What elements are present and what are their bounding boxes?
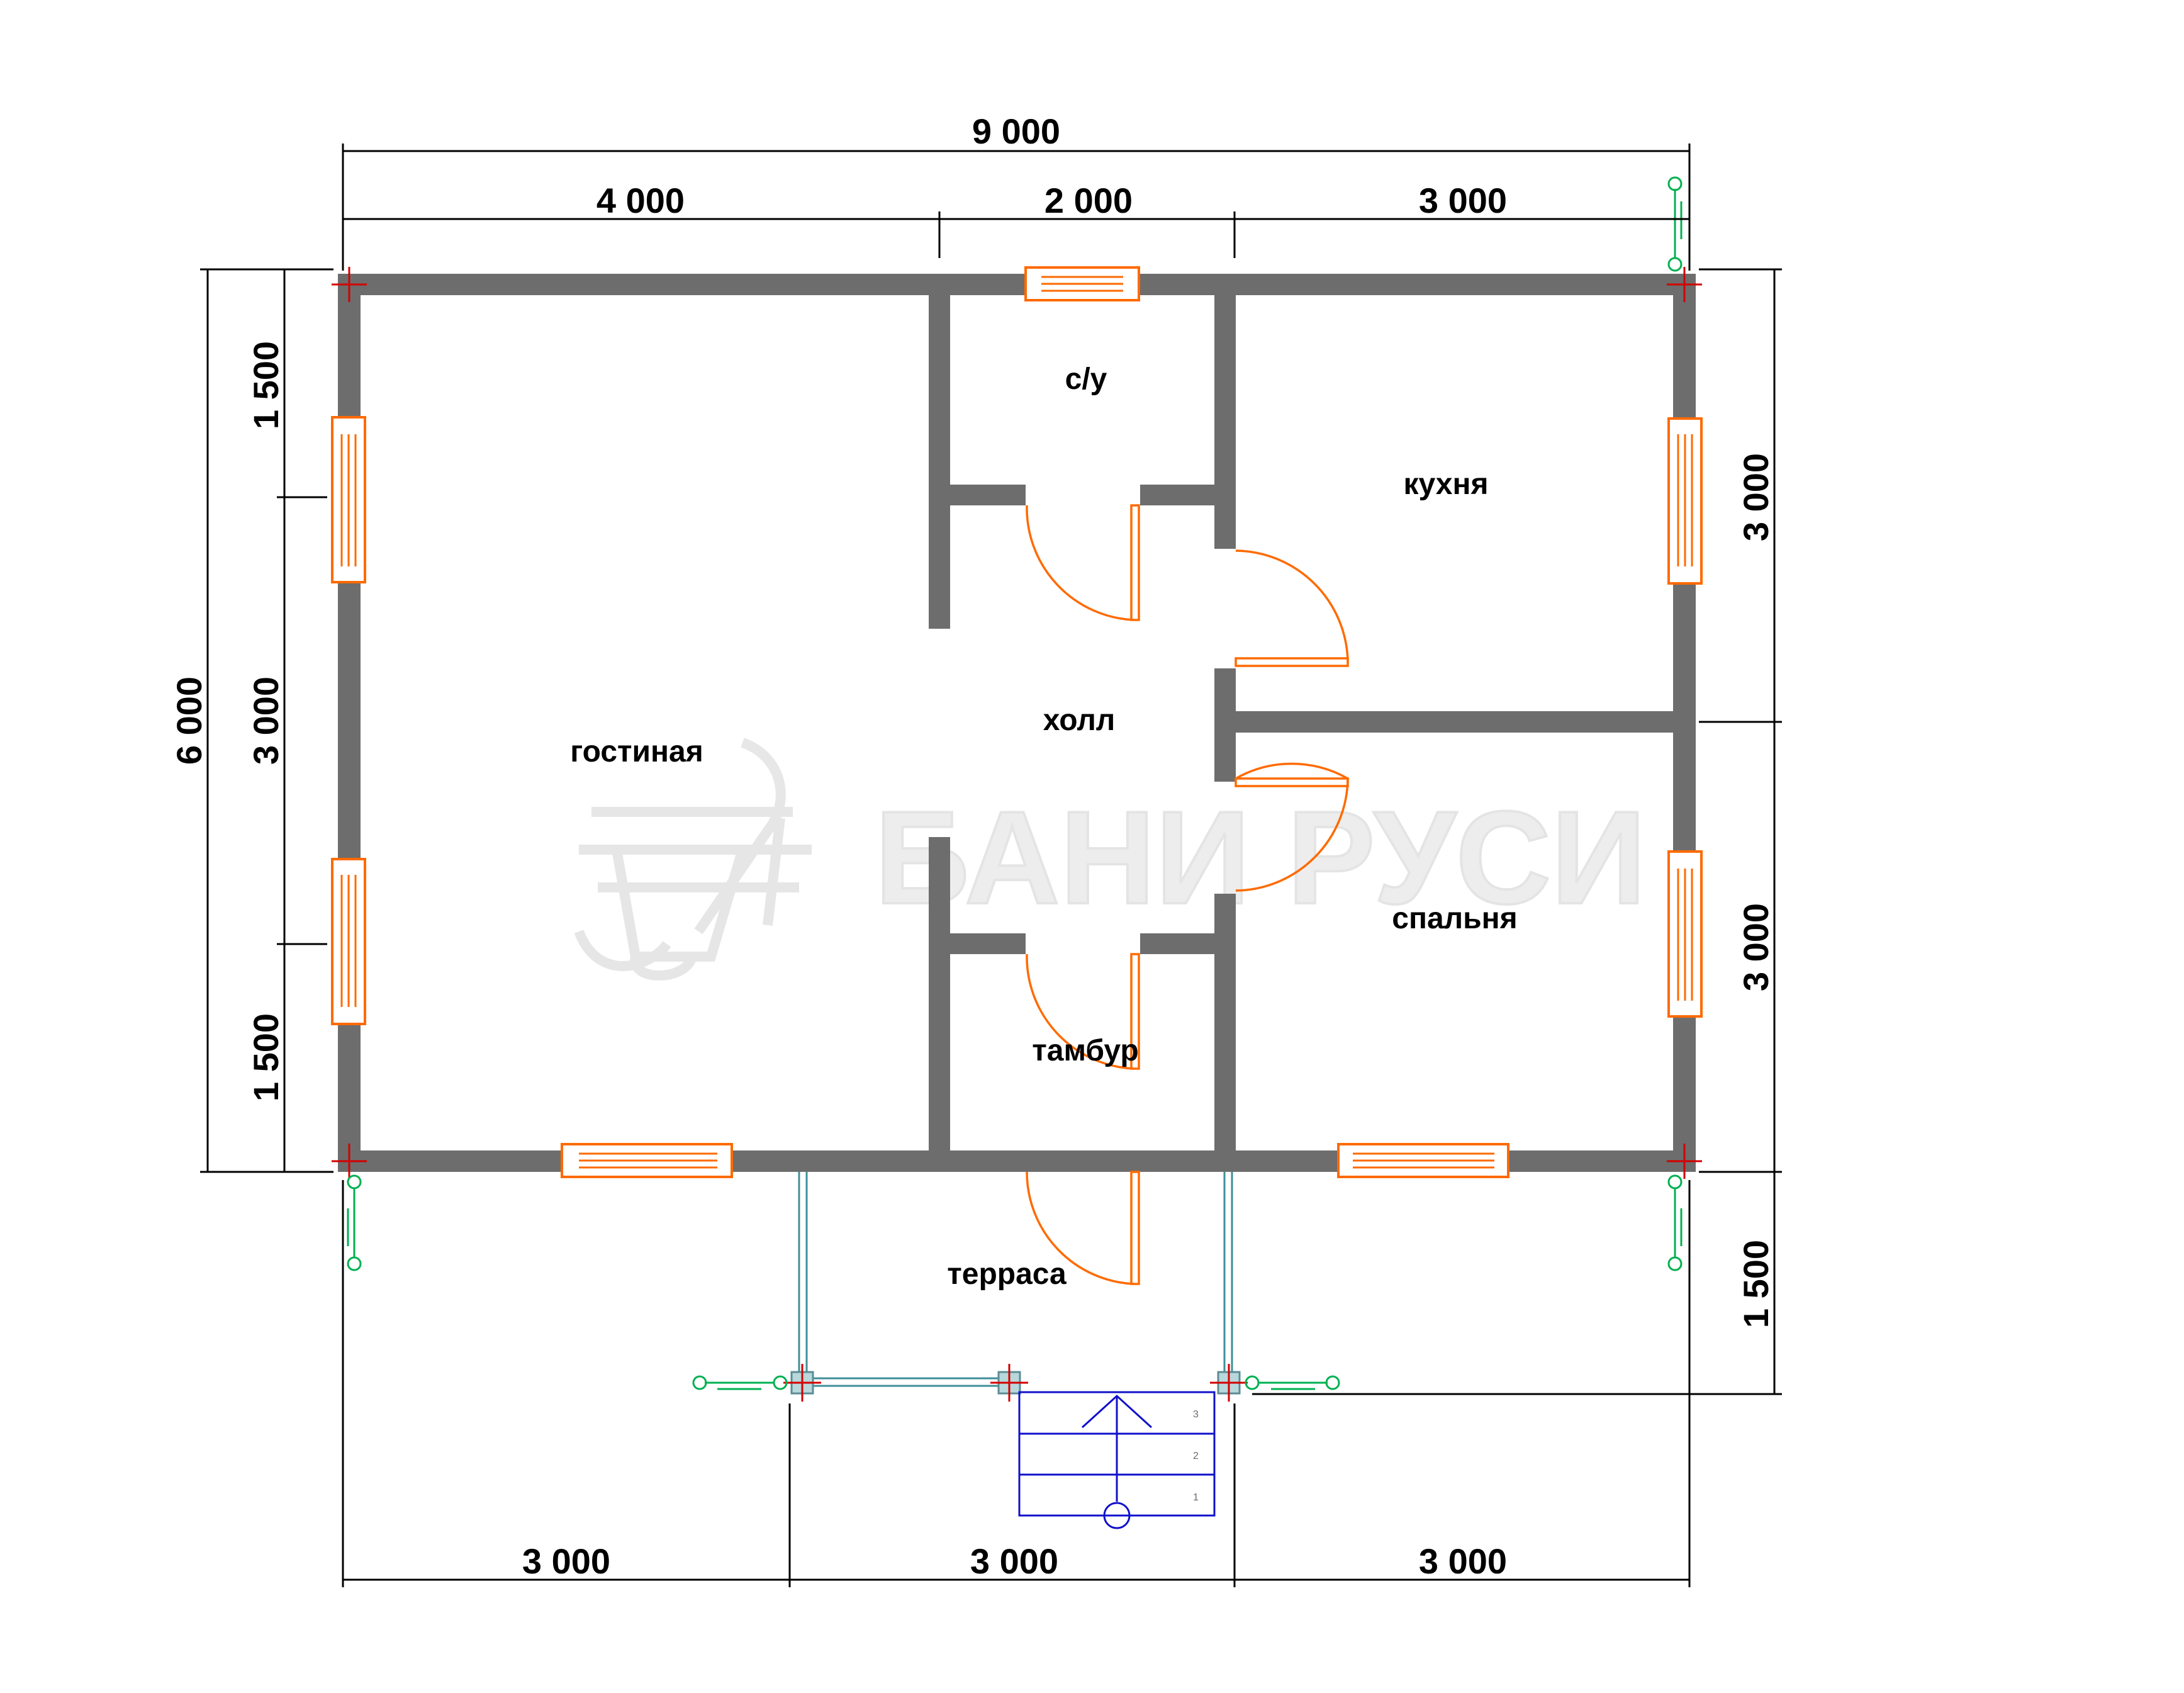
dim-top-2: 2 000 bbox=[1044, 181, 1133, 220]
watermark-logo-icon bbox=[574, 738, 812, 981]
dim-left-total: 6 000 bbox=[169, 677, 209, 765]
room-label-kitchen: кухня bbox=[1404, 468, 1489, 501]
room-label-vestibule: тамбур bbox=[1032, 1034, 1138, 1067]
window-bottom-living bbox=[561, 1143, 733, 1178]
wall-bedroom-left-lower bbox=[1214, 894, 1236, 1152]
wall-living-hall-upper bbox=[929, 295, 950, 629]
room-label-terrace: терраса bbox=[947, 1257, 1067, 1291]
dimension-labels: 9 000 4 000 2 000 3 000 3 000 3 000 3 00… bbox=[169, 111, 1776, 1581]
watermark: БАНИ РУСИ bbox=[574, 738, 1647, 981]
dim-left-1: 1 500 bbox=[246, 341, 286, 429]
room-labels: гостиная с/у кухня холл спальня тамбур т… bbox=[570, 363, 1517, 1291]
dim-bottom-2: 3 000 bbox=[970, 1541, 1058, 1581]
wall-bath-kitchen-mid bbox=[1214, 668, 1236, 782]
room-label-bedroom: спальня bbox=[1392, 902, 1517, 935]
stair-outline bbox=[1018, 1391, 1216, 1517]
watermark-text: БАНИ РУСИ bbox=[875, 784, 1646, 931]
dim-right-3: 1 500 bbox=[1736, 1240, 1776, 1328]
dim-right-2: 3 000 bbox=[1736, 903, 1776, 991]
marker-left-bottom-icon bbox=[347, 1174, 362, 1271]
stair-step-3: 3 bbox=[1193, 1409, 1199, 1420]
door-bedroom bbox=[1235, 762, 1349, 892]
window-top-bathroom bbox=[1024, 266, 1140, 301]
wall-hall-vestibule-left bbox=[950, 933, 1026, 954]
wall-bath-hall-right bbox=[1140, 485, 1216, 505]
door-entrance bbox=[1026, 1171, 1140, 1285]
window-left-upper bbox=[331, 416, 366, 583]
windows bbox=[331, 266, 1703, 1178]
stairs: 3 2 1 bbox=[1018, 1391, 1216, 1529]
axis-marker-bottom-left bbox=[332, 1144, 367, 1179]
marker-right-top-icon bbox=[1667, 176, 1683, 272]
marker-terrace-right-icon bbox=[1245, 1375, 1340, 1390]
wall-bath-hall-left bbox=[950, 485, 1026, 505]
door-kitchen bbox=[1235, 549, 1349, 667]
axis-marker-top-left bbox=[332, 267, 367, 302]
dim-right-1: 3 000 bbox=[1736, 453, 1776, 541]
wall-bath-kitchen-upper bbox=[1214, 295, 1236, 549]
dim-top-total: 9 000 bbox=[972, 111, 1060, 151]
dim-top-1: 4 000 bbox=[596, 181, 685, 220]
marker-terrace-left-icon bbox=[692, 1375, 788, 1390]
doors bbox=[1026, 504, 1349, 1285]
walls bbox=[338, 274, 1696, 1172]
door-vestibule bbox=[1026, 953, 1140, 1070]
axis-marker-bottom-right bbox=[1667, 1144, 1702, 1179]
dim-bottom-3: 3 000 bbox=[1419, 1541, 1507, 1581]
axis-markers bbox=[332, 267, 1702, 1179]
dim-bottom-1: 3 000 bbox=[522, 1541, 610, 1581]
stair-step-1: 1 bbox=[1193, 1492, 1199, 1503]
room-label-living: гостиная bbox=[570, 735, 703, 768]
wall-left bbox=[338, 274, 361, 1172]
stair-start-circle bbox=[1103, 1502, 1131, 1529]
window-right-bedroom bbox=[1667, 850, 1703, 1018]
stair-step-2: 2 bbox=[1193, 1451, 1199, 1461]
wall-living-hall-lower bbox=[929, 837, 950, 1152]
wall-hall-vestibule-right bbox=[1140, 933, 1216, 954]
terrace-markers bbox=[347, 176, 1683, 1390]
marker-right-bottom-icon bbox=[1667, 1174, 1683, 1271]
axis-marker-top-right bbox=[1667, 267, 1702, 302]
window-right-kitchen bbox=[1667, 417, 1703, 585]
room-label-hall: холл bbox=[1043, 704, 1116, 737]
terrace-structure bbox=[783, 1172, 1248, 1402]
dim-left-3: 1 500 bbox=[246, 1013, 286, 1101]
dim-top-3: 3 000 bbox=[1419, 181, 1507, 220]
stair-arrow-icon bbox=[1081, 1394, 1153, 1429]
door-bathroom bbox=[1026, 504, 1140, 621]
dimension-lines bbox=[200, 143, 1782, 1587]
window-left-lower bbox=[331, 858, 366, 1025]
dim-left-2: 3 000 bbox=[246, 677, 286, 765]
wall-top bbox=[338, 274, 1696, 295]
wall-kitchen-bedroom bbox=[1236, 711, 1674, 733]
window-bottom-bedroom bbox=[1337, 1143, 1509, 1178]
wall-right bbox=[1673, 274, 1696, 1172]
room-label-bathroom: с/у bbox=[1065, 363, 1107, 396]
